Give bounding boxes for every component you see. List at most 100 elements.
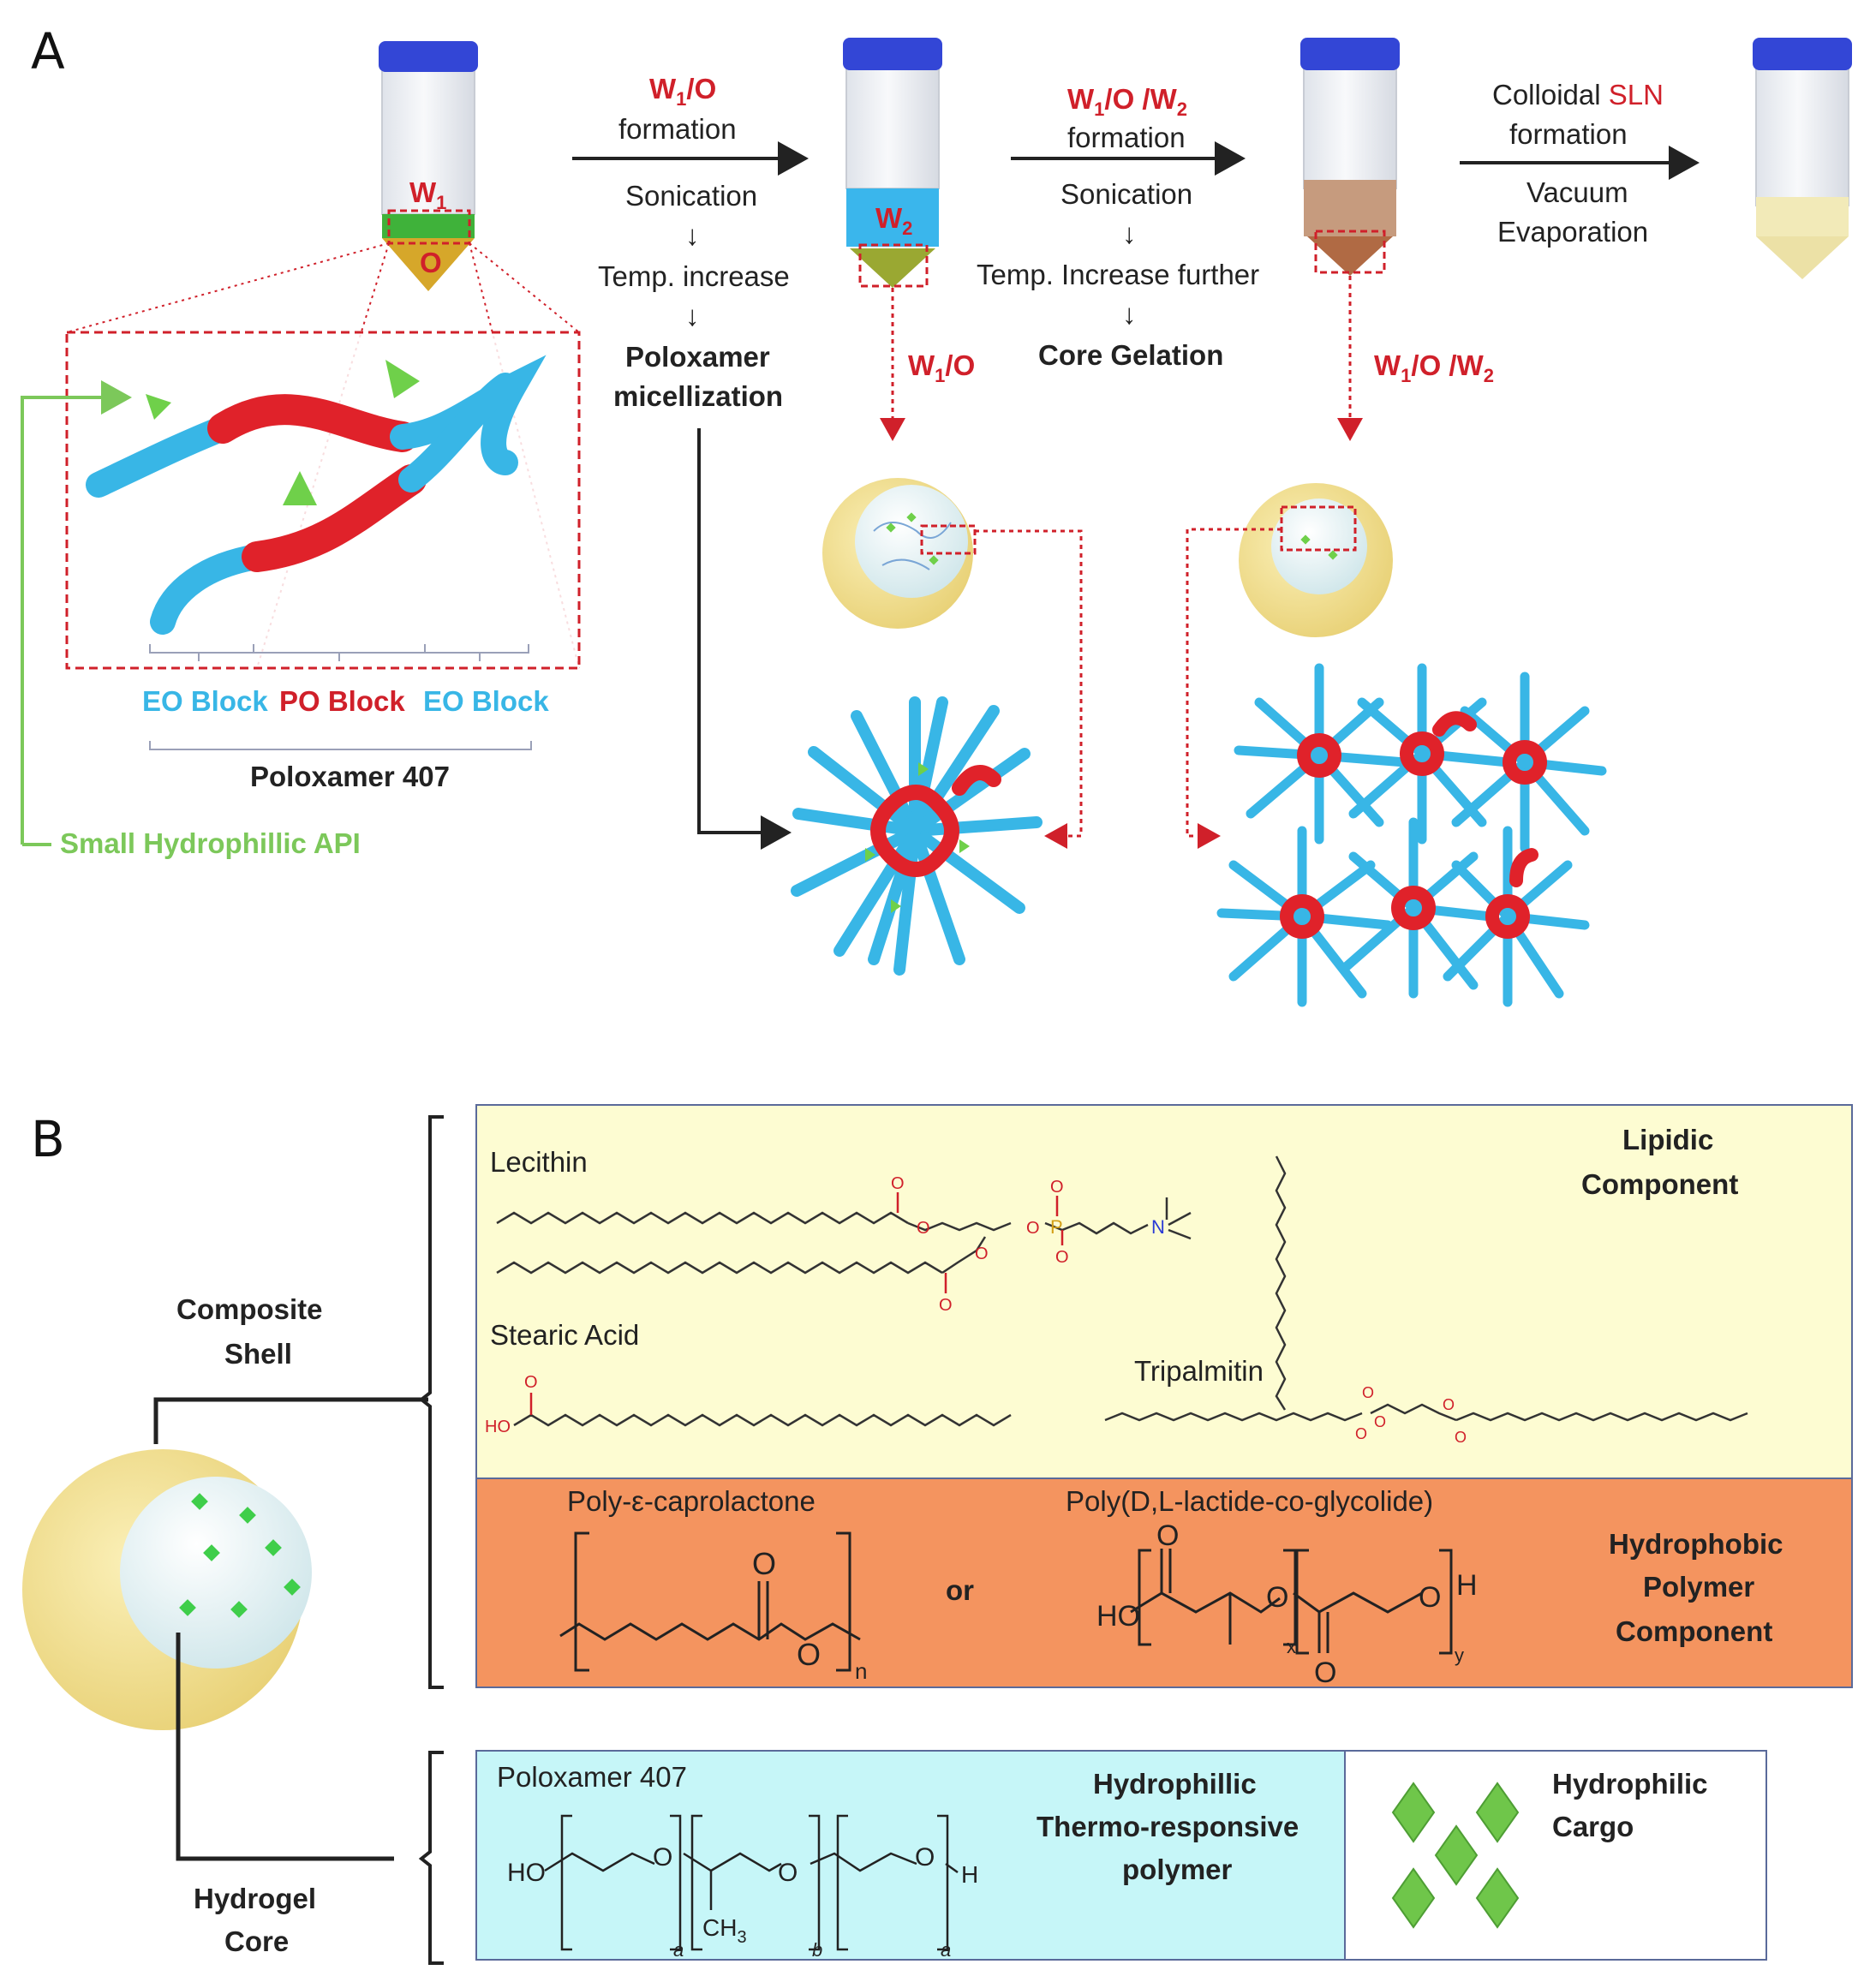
composite-label-line2: Shell (224, 1338, 292, 1370)
pcl-n: n (855, 1658, 867, 1684)
polymer-title-3: Component (1616, 1615, 1772, 1647)
lecithin-n: N (1151, 1216, 1165, 1238)
lecithin-o-3: O (939, 1296, 953, 1315)
cargo-diamond (1475, 1867, 1520, 1929)
lecithin-p: P (1050, 1216, 1063, 1238)
step-2-formation: formation (1067, 122, 1186, 153)
tube-3-selection-box (1314, 230, 1386, 274)
lecithin-atoms: O O O O O P O O N (891, 1174, 1165, 1315)
tube-2: W2 (843, 38, 942, 288)
step-3-evaporation: Evaporation (1497, 216, 1648, 248)
tripalmitin-o-5: O (1455, 1429, 1467, 1446)
micelle (791, 696, 1043, 976)
o-label: O (420, 247, 442, 278)
cargo-title-2: Cargo (1552, 1811, 1634, 1842)
particle-1-pointer (975, 529, 1083, 849)
lecithin-o-6: O (1050, 1178, 1064, 1197)
lecithin-o-2: O (917, 1219, 930, 1238)
api-triangle (283, 471, 317, 505)
poloxamer-o-3: O (915, 1843, 935, 1872)
lipidic-title-1: Lipidic (1622, 1124, 1713, 1155)
step-1-poloxamer: Poloxamer (625, 341, 770, 373)
plga-o-4: O (1419, 1581, 1441, 1614)
polymer-title-2: Polymer (1643, 1571, 1754, 1603)
hydrophillic-title-2: Thermo-responsive (1037, 1811, 1299, 1842)
po-block: PO Block (279, 685, 405, 717)
w2-phase (846, 188, 939, 247)
zoom-label-w1o: W1/O (908, 349, 975, 386)
poloxamer-formula-label: Poloxamer 407 (497, 1761, 687, 1793)
core-label-line2: Core (224, 1925, 289, 1957)
lipid-box (475, 1104, 1853, 1479)
tripalmitin-o-3: O (1374, 1413, 1386, 1430)
stearic-ho: HO (485, 1418, 511, 1436)
tripalmitin-o-1: O (1362, 1384, 1374, 1401)
particle-2-pointer (1186, 528, 1282, 849)
tube-2-selection-box (858, 243, 929, 288)
block-brackets (149, 644, 532, 750)
api-pointer-line (21, 380, 132, 845)
stearic-o: O (524, 1373, 538, 1392)
core-brace (418, 1751, 444, 1965)
step-2-arrow-down-2: ↓ (1122, 298, 1137, 330)
or-label: or (946, 1574, 974, 1606)
step-1-micellization: micellization (613, 380, 783, 412)
core-connector (176, 1633, 394, 1861)
plga-y: y (1455, 1645, 1464, 1666)
plga-x: x (1287, 1636, 1296, 1657)
sln-cone (1756, 236, 1849, 279)
shell-connector (153, 1397, 403, 1444)
sln-phase (1756, 197, 1849, 236)
hydrophillic-title-1: Hydrophillic (1093, 1768, 1257, 1800)
tripalmitin-atoms: O O O O O (1355, 1384, 1467, 1446)
lecithin-o-4: O (975, 1245, 989, 1263)
hydrophillic-title-3: polymer (1122, 1854, 1233, 1885)
step-1-temp: Temp. increase (598, 260, 790, 292)
step-2-sonication: Sonication (1060, 178, 1192, 210)
eo-block-right: EO Block (423, 685, 549, 717)
w2-label: W2 (875, 202, 912, 239)
step-3-vacuum: Vacuum (1526, 176, 1628, 208)
zoom-label-w1ow2: W1/O /W2 (1374, 349, 1494, 386)
step-2-title: W1/O /W2 (1067, 83, 1187, 120)
step-1-arrow-down: ↓ (685, 219, 700, 251)
plga-o-3: O (1314, 1657, 1336, 1689)
cargo-diamond (1391, 1782, 1436, 1843)
particle-w1o (822, 478, 977, 629)
api-triangle (146, 394, 171, 420)
lipidic-title-2: Component (1581, 1168, 1738, 1200)
w1ow2-cone (1307, 236, 1393, 276)
step-2-temp: Temp. Increase further (977, 259, 1259, 290)
step-2-core-gelation: Core Gelation (1038, 339, 1223, 371)
lecithin-o-1: O (891, 1174, 905, 1193)
cargo-title-1: Hydrophilic (1552, 1768, 1708, 1800)
polymer-title-1: Hydrophobic (1609, 1528, 1783, 1560)
eo-block-left: EO Block (142, 685, 268, 717)
step-3-formation: formation (1509, 118, 1628, 150)
step-2-arrow-down: ↓ (1122, 218, 1137, 249)
api-label: Small Hydrophillic API (60, 827, 361, 859)
step-3-title: Colloidal SLN (1492, 79, 1664, 110)
hydrophilic-box (475, 1750, 1346, 1961)
tripalmitin-o-2: O (1355, 1425, 1367, 1442)
particle-1-selection-box (920, 524, 977, 555)
plga-structure (1130, 1549, 1453, 1655)
poloxamer-sub-a-2: a (941, 1939, 951, 1961)
oil-layer (382, 214, 475, 238)
poloxamer-o-2: O (778, 1859, 798, 1887)
poloxamer-o-1: O (653, 1843, 672, 1872)
poloxamer-h: H (961, 1861, 978, 1888)
w1-label: W1 (409, 176, 446, 213)
lecithin-o-5: O (1026, 1219, 1040, 1238)
w1o-phase-cone (850, 248, 935, 288)
plga-label: Poly(D,L-lactide-co-glycolide) (1066, 1485, 1433, 1517)
composite-particle (22, 1449, 312, 1730)
shell-brace (418, 1115, 444, 1689)
step-1-arrow-down-2: ↓ (685, 300, 700, 331)
w1ow2-phase (1304, 180, 1396, 236)
polymer-box (475, 1478, 1853, 1688)
composite-label-line1: Composite (176, 1293, 323, 1325)
lecithin-o-7: O (1055, 1248, 1069, 1267)
pcl-label: Poly-ε-caprolactone (567, 1485, 816, 1517)
